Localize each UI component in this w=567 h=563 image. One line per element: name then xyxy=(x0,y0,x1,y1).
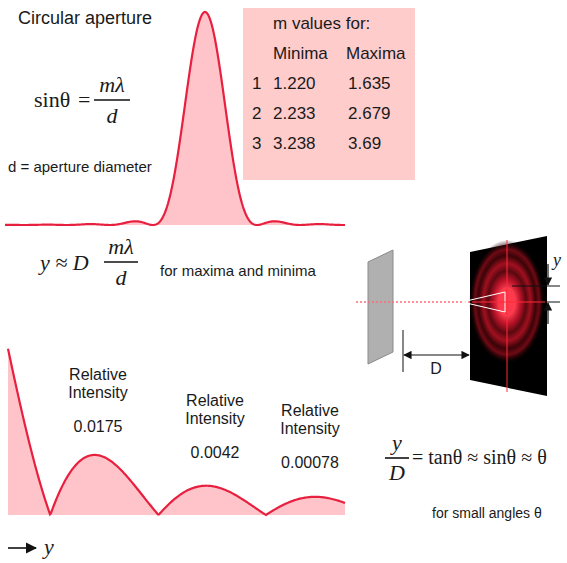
formula-text: mλ xyxy=(99,72,124,97)
table-cell: 1.220 xyxy=(273,74,316,94)
formula-text: mλ xyxy=(108,234,133,259)
screen-axis xyxy=(507,240,508,392)
note-text: d = aperture diameter xyxy=(8,158,152,175)
screen xyxy=(470,236,547,396)
intensity-label: Relative Intensity xyxy=(61,366,135,403)
formula-text: d xyxy=(107,103,118,128)
table-cell: 3 xyxy=(252,134,261,154)
dimension-line xyxy=(545,302,560,303)
fraction-bar xyxy=(94,99,130,101)
dimension-label: y xyxy=(553,250,561,271)
dimension-line xyxy=(512,286,560,287)
table-cell: 3.69 xyxy=(348,134,381,154)
axis-arrow xyxy=(8,547,36,549)
formula-text: y xyxy=(392,430,402,455)
intensity-value: 0.00078 xyxy=(281,454,339,472)
table-cell: 1 xyxy=(252,74,261,94)
table-cell: 2.233 xyxy=(273,104,316,124)
aperture-plate xyxy=(368,250,393,364)
screen-axis xyxy=(472,302,545,303)
table-cell: 2 xyxy=(252,104,261,124)
formula-text: = tanθ ≈ sinθ ≈ θ xyxy=(412,446,547,469)
intensity-plots xyxy=(5,12,345,515)
dimension-arrow xyxy=(547,303,548,324)
fraction-bar xyxy=(104,261,138,263)
note-text: for maxima and minima xyxy=(160,262,316,279)
table-cell: Maxima xyxy=(346,44,406,64)
formula-text: = xyxy=(78,87,90,112)
dimension-label: D xyxy=(430,360,442,378)
table-heading: m values for: xyxy=(273,14,370,34)
axis-label: y xyxy=(44,534,54,559)
formula-text: d xyxy=(116,265,127,290)
formula-text: y ≈ D xyxy=(40,250,89,275)
fraction-bar xyxy=(385,457,409,459)
table-cell: Minima xyxy=(273,44,328,64)
note-text: for small angles θ xyxy=(432,505,542,521)
table-box: m values for: Minima Maxima 1 1.220 1.635 2 2.2… xyxy=(243,8,415,180)
dimension-arrow xyxy=(404,354,469,355)
dimension-arrow xyxy=(547,264,548,285)
table-cell: 3.238 xyxy=(273,134,316,154)
intensity-label: Relative Intensity xyxy=(273,402,347,439)
intensity-value: 0.0175 xyxy=(74,418,123,436)
table-cell: 1.635 xyxy=(348,74,391,94)
formula-text: sinθ xyxy=(34,87,70,112)
intensity-value: 0.0042 xyxy=(191,444,240,462)
table-cell: 2.679 xyxy=(348,104,391,124)
light-beam xyxy=(356,301,472,303)
dimension-line xyxy=(403,330,404,372)
title-text: Circular aperture xyxy=(18,8,152,29)
formula-text: D xyxy=(389,460,405,485)
intensity-label: Relative Intensity xyxy=(178,392,252,429)
